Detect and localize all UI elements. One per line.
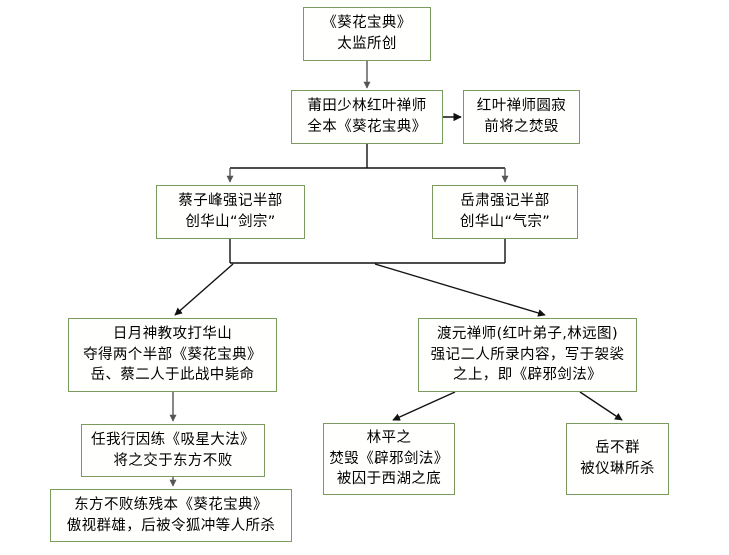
- node-text-line: 夺得两个半部《葵花宝典》: [83, 346, 262, 363]
- node-text-line: 被囚于西湖之底: [336, 471, 442, 488]
- node-text-line: 日月神教攻打华山: [112, 326, 233, 343]
- node-duyuan-chanshi-bixie: 渡元禅师(红叶弟子,林远图) 强记二人所录内容，写于袈裟 之上，即《辟邪剑法》: [418, 318, 637, 392]
- node-text-line: 焚毁《辟邪剑法》: [329, 450, 449, 467]
- node-hongye-burns-book: 红叶禅师圆寂 前将之焚毁: [463, 90, 580, 144]
- node-yuesu-qizong: 岳肃强记半部 创华山“气宗”: [432, 185, 578, 239]
- edge-halves-to-riyue: [174, 263, 234, 316]
- node-riyue-shenjiao-attack: 日月神教攻打华山 夺得两个半部《葵花宝典》 岳、蔡二人于此战中毙命: [68, 318, 277, 392]
- node-text-line: 全本《葵花宝典》: [307, 119, 427, 135]
- node-caizifeng-jianzong: 蔡子峰强记半部 创华山“剑宗”: [156, 185, 305, 239]
- node-dongfang-bubai-fate: 东方不败练残本《葵花宝典》 傲视群雄，后被令狐冲等人所杀: [50, 489, 292, 542]
- node-text-line: 创华山“剑宗”: [185, 214, 276, 230]
- node-text-line: 岳肃强记半部: [460, 193, 550, 210]
- node-text-line: 将之交于东方不败: [113, 452, 233, 469]
- node-putian-shaolin-hongye: 莆田少林红叶禅师 全本《葵花宝典》: [291, 90, 443, 144]
- node-yuebuqun-fate: 岳不群 被仪琳所杀: [566, 423, 669, 495]
- node-text-line: 东方不败练残本《葵花宝典》: [74, 496, 268, 513]
- node-linpingzhi-fate: 林平之 焚毁《辟邪剑法》 被囚于西湖之底: [323, 423, 455, 495]
- edge-halves-to-duyuan: [374, 263, 546, 317]
- node-text-line: 任我行因练《吸星大法》: [91, 431, 255, 448]
- node-text-line: 傲视群雄，后被令狐冲等人所杀: [66, 517, 276, 534]
- node-text-line: 岳不群: [595, 440, 640, 457]
- node-text-line: 创华山“气宗”: [459, 214, 551, 230]
- node-text-line: 《葵花宝典》: [322, 15, 412, 32]
- node-text-line: 红叶禅师圆寂: [476, 98, 567, 115]
- node-text-line: 前将之焚毁: [484, 119, 559, 135]
- node-text-line: 林平之: [366, 430, 412, 447]
- edge-duyuan-to-yuebuqun: [579, 391, 623, 421]
- node-text-line: 莆田少林红叶禅师: [307, 98, 427, 115]
- node-text-line: 太监所创: [337, 36, 397, 52]
- node-renwoxing-xixing-dafa: 任我行因练《吸星大法》 将之交于东方不败: [81, 424, 265, 477]
- node-text-line: 强记二人所录内容，写于袈裟: [430, 346, 625, 363]
- edge-duyuan-to-linpingzhi: [392, 391, 456, 421]
- node-kuihua-baodian-origin: 《葵花宝典》 太监所创: [303, 7, 431, 61]
- node-text-line: 蔡子峰强记半部: [178, 193, 283, 210]
- node-text-line: 之上，即《辟邪剑法》: [453, 367, 602, 384]
- node-text-line: 被仪琳所杀: [580, 461, 655, 477]
- node-text-line: 渡元禅师(红叶弟子,林远图): [436, 326, 619, 343]
- node-text-line: 岳、蔡二人于此战中毙命: [90, 367, 255, 384]
